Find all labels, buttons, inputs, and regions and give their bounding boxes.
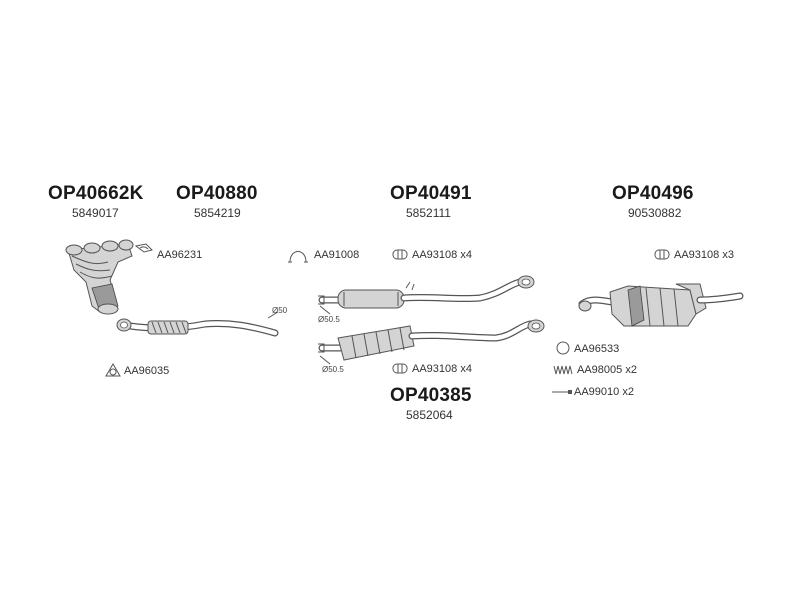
assembly-code-op40385: OP40385	[390, 385, 472, 406]
part-label-aa93108-x3: AA93108 x3	[674, 249, 734, 261]
oem-number-5854219: 5854219	[194, 206, 241, 220]
assembly-code-op40491: OP40491	[390, 183, 472, 204]
hanger-icon-3-drawing	[654, 249, 670, 260]
part-label-aa93108-x4-top: AA93108 x4	[412, 249, 472, 261]
part-label-aa91008: AA91008	[314, 249, 360, 261]
middle-silencer-drawing	[318, 275, 535, 315]
assembly-code-op40662k: OP40662K	[48, 183, 144, 204]
dimension-label-d50-5-bottom: Ø50.5	[322, 365, 344, 374]
gasket-aa96035-drawing	[105, 363, 121, 377]
dimension-label-d50-5-top: Ø50.5	[318, 315, 340, 324]
part-label-aa96231: AA96231	[157, 249, 203, 261]
rear-silencer-drawing	[578, 283, 744, 327]
oem-number-5852111: 5852111	[406, 206, 451, 220]
part-label-aa93108-x4-bottom: AA93108 x4	[412, 363, 472, 375]
part-label-aa96035: AA96035	[124, 365, 170, 377]
assembly-code-op40880: OP40880	[176, 183, 258, 204]
spring-aa98005-drawing	[553, 365, 573, 375]
dimension-label-d50: Ø50	[272, 306, 288, 315]
hanger-icon-2-drawing	[392, 363, 408, 374]
assembly-code-op40496: OP40496	[612, 183, 694, 204]
oem-number-90530882: 90530882	[628, 206, 682, 220]
part-label-aa96533: AA96533	[574, 343, 620, 355]
oem-number-5849017: 5849017	[72, 206, 119, 220]
bolt-aa99010-drawing	[552, 390, 572, 394]
hanger-icon-1-drawing	[392, 249, 408, 260]
front-pipe-drawing	[116, 311, 279, 337]
clamp-aa91008-drawing	[288, 251, 308, 263]
part-label-aa98005-x2: AA98005 x2	[577, 364, 637, 376]
oem-number-5852064: 5852064	[406, 408, 453, 422]
gasket-aa96231-drawing	[134, 243, 153, 253]
middle-silencer-2-drawing	[318, 319, 545, 365]
ring-aa96533-drawing	[556, 341, 570, 355]
manifold-catalyst-drawing	[65, 239, 134, 315]
part-label-aa99010-x2: AA99010 x2	[574, 386, 634, 398]
